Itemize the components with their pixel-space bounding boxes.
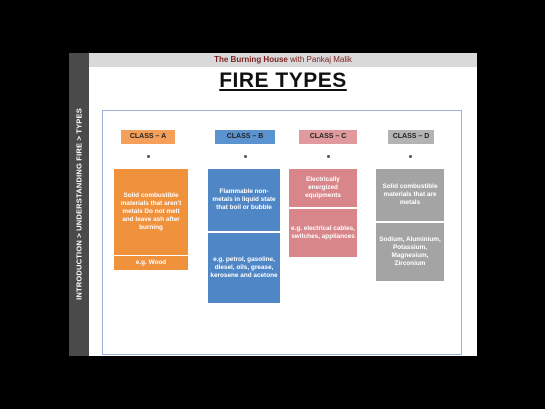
class-a-example: e.g. Wood [114, 256, 188, 270]
class-d-example: Sodium, Aluminium, Potassium, Magnesium,… [376, 223, 444, 281]
class-b-description: Flammable non-metals in liquid state tha… [208, 169, 280, 231]
brand-name: The Burning House [214, 55, 288, 64]
class-c-description: Electrically energized equipments [289, 169, 357, 207]
class-b-connector-dot [244, 155, 247, 158]
class-b-example: e.g. petrol, gasoline, diesel, oils, gre… [208, 233, 280, 303]
sidebar: INTRODUCTION > UNDERSTANDING FIRE > TYPE… [69, 53, 89, 356]
class-b-header: CLASS – B [215, 130, 275, 144]
class-a-description: Solid combustible materials that aren't … [114, 169, 188, 255]
class-c-example: e.g. electrical cables, switches, applia… [289, 209, 357, 257]
fire-class-panel: CLASS – A Solid combustible materials th… [102, 110, 462, 355]
breadcrumb: INTRODUCTION > UNDERSTANDING FIRE > TYPE… [74, 108, 84, 300]
slide: INTRODUCTION > UNDERSTANDING FIRE > TYPE… [69, 53, 477, 356]
header-bar: The Burning House with Pankaj Malik [89, 53, 477, 67]
class-c-connector-dot [327, 155, 330, 158]
class-d-connector-dot [409, 155, 412, 158]
class-a-connector-dot [147, 155, 150, 158]
page-title: FIRE TYPES [219, 69, 347, 92]
class-d-header: CLASS – D [388, 130, 434, 144]
class-c-header: CLASS – C [299, 130, 357, 144]
class-a-header: CLASS – A [121, 130, 175, 144]
presenter-name: with Pankaj Malik [287, 55, 352, 64]
class-d-description: Solid combustible materials that are met… [376, 169, 444, 221]
